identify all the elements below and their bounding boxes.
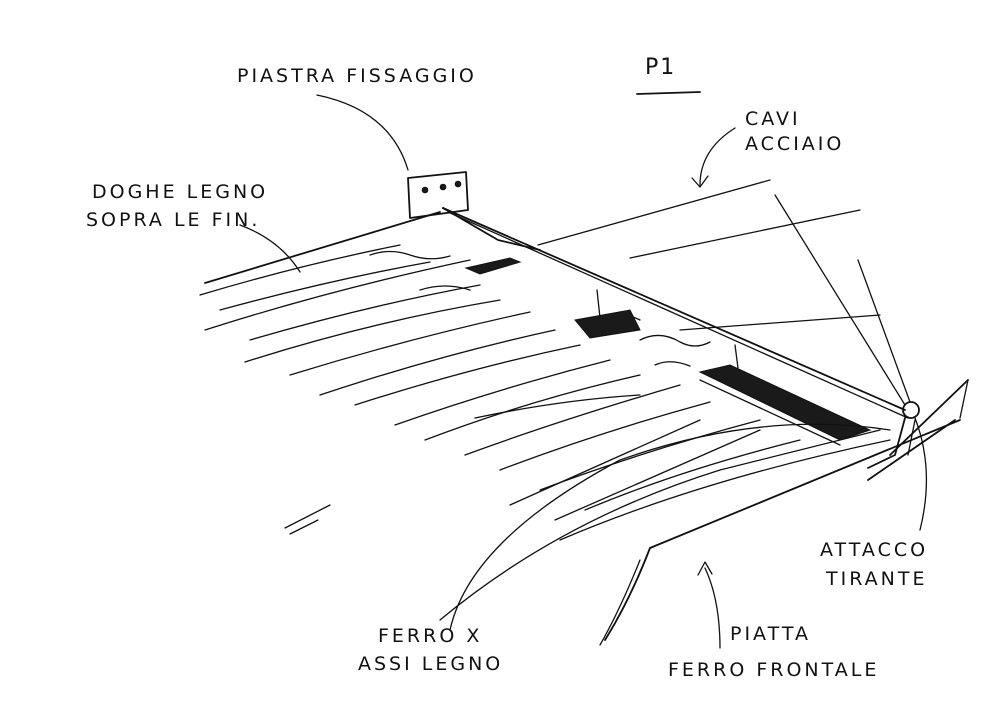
plate-bolt (454, 180, 462, 188)
support-post (596, 289, 601, 319)
wood-grain (419, 285, 471, 291)
tie-ring (902, 401, 920, 419)
cable-arrowhead (691, 175, 709, 188)
cables-label-line1: CAVI (745, 108, 801, 130)
deck-board (249, 284, 481, 341)
front-flat-edge (889, 379, 969, 456)
stray-mark (289, 519, 319, 535)
deck-board (464, 384, 681, 456)
deck-board (474, 394, 641, 419)
deck-label-line2: SOPRA LE FIN. (86, 209, 260, 231)
deck-board (204, 259, 471, 331)
cable-bend (442, 207, 541, 251)
deck-board (584, 439, 801, 511)
plate-leader (316, 94, 409, 171)
steel-cable (442, 207, 906, 411)
deck-board (289, 311, 531, 376)
iron-leader (449, 423, 891, 631)
tie-leader (914, 417, 928, 531)
deck-board (244, 299, 501, 363)
flat-arrowhead (697, 561, 713, 576)
iron-label-line2: ASSI LEGNO (358, 653, 503, 675)
plate-label: PIASTRA FISSAGGIO (237, 65, 477, 87)
title-text: P1 (645, 55, 676, 80)
plate-bolt (421, 186, 429, 194)
iron-support-2 (574, 309, 641, 339)
deck-board (539, 419, 761, 491)
deck-top-edge (204, 211, 441, 284)
fixing-plate (407, 171, 469, 219)
deck-board (354, 344, 581, 406)
deck-label-line1: DOGHE LEGNO (92, 181, 268, 203)
cable-line (857, 259, 911, 403)
deck-board (424, 374, 641, 441)
support-edge (699, 379, 841, 446)
iron-support-3 (698, 364, 872, 441)
iron-label-line1: FERRO X (378, 625, 482, 647)
deck-leader (239, 224, 301, 273)
deck-lower-edge (439, 429, 881, 621)
front-flat-curve (604, 547, 651, 641)
flat-leader (704, 567, 721, 649)
cable-line (629, 209, 861, 259)
title-underline (636, 91, 701, 95)
deck-board (219, 261, 431, 311)
cable-line (679, 314, 881, 331)
wood-grain (654, 361, 691, 367)
cables-label-line2: ACCIAIO (745, 133, 844, 155)
support-post (734, 344, 739, 369)
tie-bracket (867, 417, 906, 469)
iron-support-1 (464, 257, 522, 275)
wood-grain (369, 250, 451, 260)
stray-mark (284, 504, 331, 529)
tie-bracket (907, 419, 916, 456)
deck-board (394, 359, 611, 426)
flat-label-line1: PIATTA (730, 623, 811, 645)
wood-grain (639, 334, 711, 347)
deck-lower-edge (559, 439, 891, 541)
cable-leader (699, 127, 736, 186)
tie-label-line2: TIRANTE (825, 568, 927, 590)
front-flat-curve (599, 559, 641, 646)
deck-board (509, 419, 701, 506)
deck-board (554, 429, 761, 521)
front-flat-edge (867, 419, 956, 481)
front-flat-corner (959, 379, 969, 419)
deck-board (199, 244, 401, 296)
cable-line (537, 179, 771, 246)
flat-label-line2: FERRO FRONTALE (668, 659, 879, 681)
cable-line (774, 194, 906, 406)
deck-board (499, 401, 711, 471)
deck-board (319, 329, 556, 396)
tie-label-line1: ATTACCO (820, 539, 928, 561)
front-flat-edge (649, 419, 961, 549)
plate-bolt (439, 183, 447, 191)
